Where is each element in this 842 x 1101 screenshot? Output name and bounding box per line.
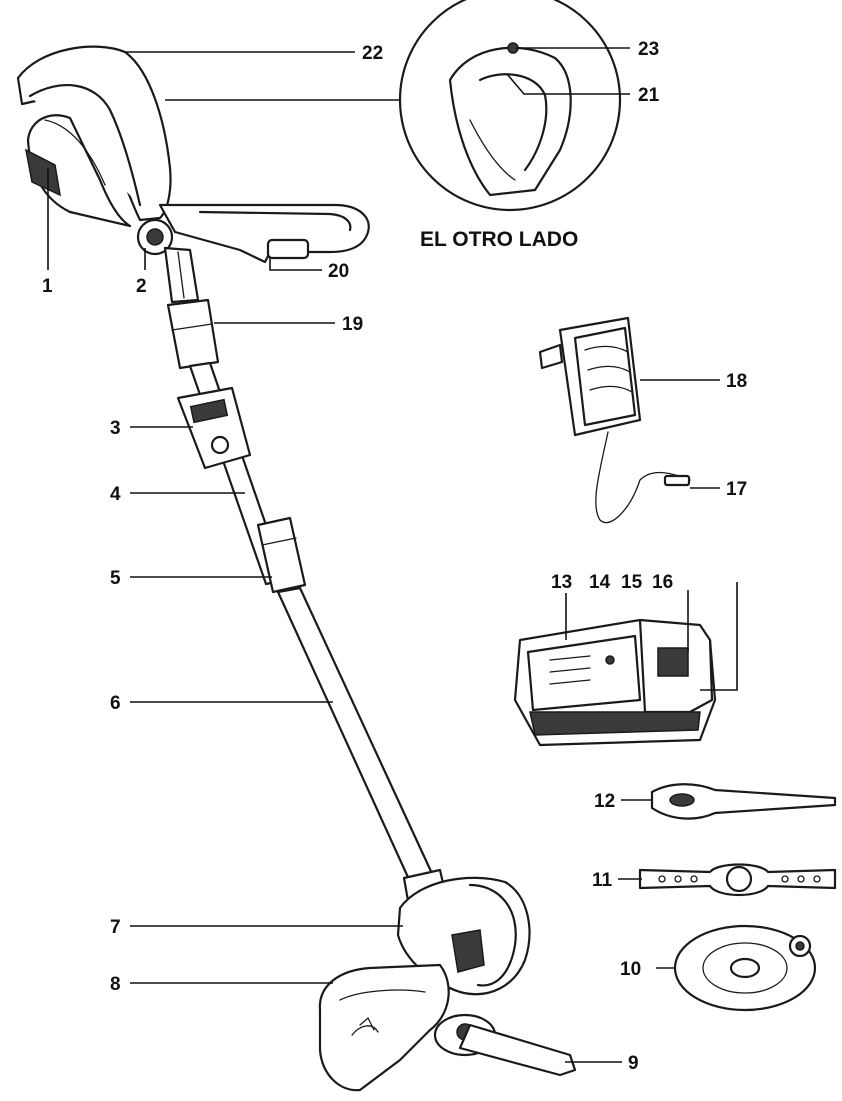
detail-view xyxy=(398,0,622,212)
callout-2: 2 xyxy=(136,276,147,297)
leader-16b xyxy=(700,582,738,691)
leader-lines xyxy=(47,47,738,1063)
callout-5: 5 xyxy=(110,568,121,589)
callout-11: 11 xyxy=(592,870,613,891)
detail-caption: EL OTRO LADO xyxy=(420,228,578,251)
handle-stem xyxy=(163,246,200,304)
callout-15: 15 xyxy=(621,572,643,593)
telescopic-lock xyxy=(256,516,307,594)
callout-12: 12 xyxy=(594,791,615,812)
callout-8: 8 xyxy=(110,974,121,995)
callout-14: 14 xyxy=(589,572,611,593)
callout-4: 4 xyxy=(110,484,121,505)
edge-guide xyxy=(458,1023,577,1077)
callout-10: 10 xyxy=(620,959,641,980)
callout-23: 23 xyxy=(638,39,659,60)
callout-20: 20 xyxy=(328,261,349,282)
callout-18: 18 xyxy=(726,371,747,392)
shaft-coupler xyxy=(166,298,220,370)
blade-12 xyxy=(650,783,837,820)
blade-11 xyxy=(638,863,837,896)
callout-16: 16 xyxy=(652,572,673,593)
guard xyxy=(318,963,450,1092)
callout-13: 13 xyxy=(551,572,572,593)
callout-19: 19 xyxy=(342,314,363,335)
leader-20 xyxy=(269,257,322,271)
callout-1: 1 xyxy=(42,276,53,297)
battery-holder xyxy=(176,386,252,470)
rear-handle xyxy=(16,45,172,228)
leader-21 xyxy=(506,73,630,95)
handle-knob xyxy=(136,218,174,256)
charger xyxy=(538,316,691,524)
callout-17: 17 xyxy=(726,479,747,500)
callout-6: 6 xyxy=(110,693,121,714)
battery-pack xyxy=(513,618,717,747)
callout-3: 3 xyxy=(110,418,121,439)
callout-22: 22 xyxy=(362,43,383,64)
lower-shaft xyxy=(276,586,437,888)
callout-7: 7 xyxy=(110,917,121,938)
callout-9: 9 xyxy=(628,1053,639,1074)
blade-disc-10 xyxy=(673,924,817,1012)
callout-21: 21 xyxy=(638,85,660,106)
front-handle xyxy=(158,203,370,264)
